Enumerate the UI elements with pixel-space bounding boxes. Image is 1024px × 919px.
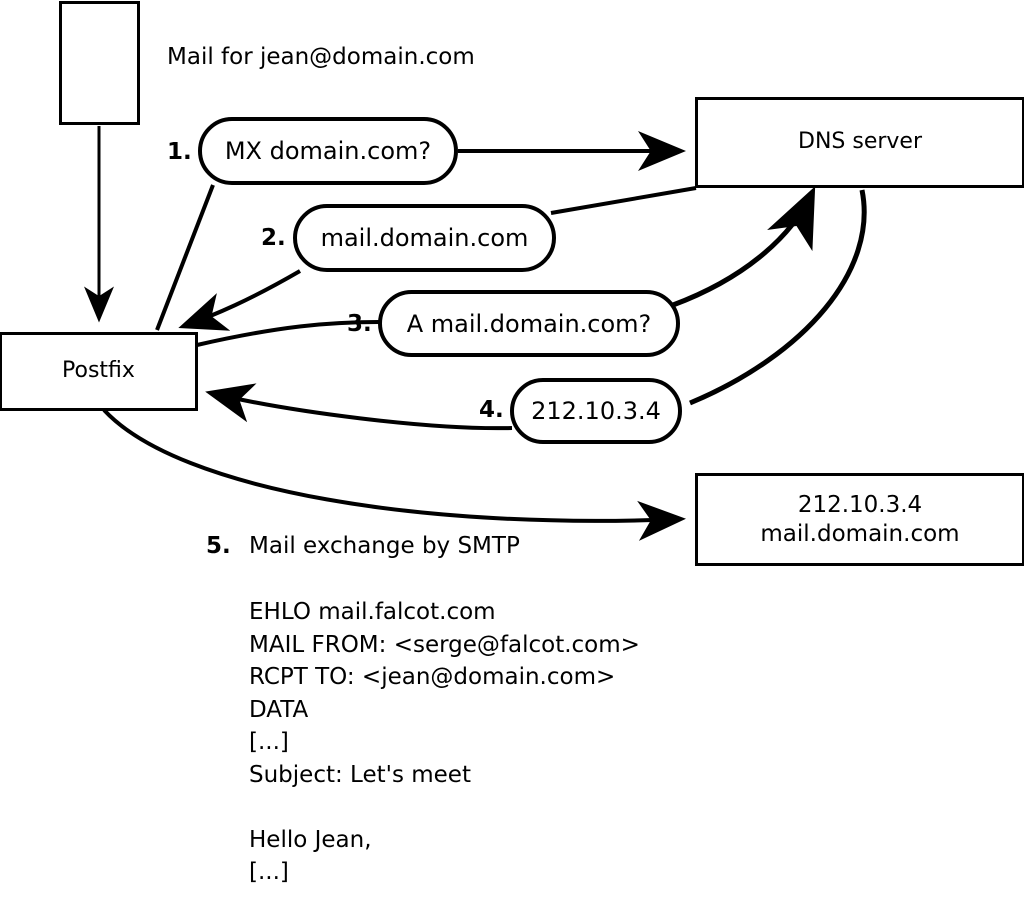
bubble-step-1-text: MX domain.com?: [224, 137, 432, 165]
node-postfix-label: Postfix: [62, 358, 135, 384]
bubble-step-2: mail.domain.com: [293, 204, 556, 272]
mail-for-label: Mail for jean@domain.com: [167, 44, 475, 70]
node-remote-mail-server: 212.10.3.4 mail.domain.com: [695, 473, 1024, 566]
node-remote-mail-server-host: mail.domain.com: [760, 520, 960, 547]
node-dns-server: DNS server: [695, 97, 1024, 188]
arrow-postfix-to-bubble1: [155, 184, 215, 331]
node-postfix: Postfix: [0, 332, 198, 411]
step-5-label: Mail exchange by SMTP: [249, 533, 520, 559]
arrow-dns-to-bubble2: [550, 186, 697, 215]
node-remote-mail-server-ip: 212.10.3.4: [797, 492, 923, 519]
bubble-step-3-text: A mail.domain.com?: [406, 309, 652, 338]
arrow-bubble3-to-dns: [672, 186, 816, 308]
step-number-4: 4.: [479, 397, 504, 423]
arrow-dns-to-bubble4: [689, 189, 867, 406]
bubble-step-1: MX domain.com?: [198, 117, 458, 185]
step-number-3: 3.: [347, 311, 372, 337]
step-number-2: 2.: [261, 225, 286, 251]
bubble-step-4-text: 212.10.3.4: [531, 397, 661, 425]
step-number-5: 5.: [206, 533, 231, 559]
bubble-step-2-text: mail.domain.com: [320, 224, 529, 252]
bubble-step-4: 212.10.3.4: [510, 378, 682, 444]
node-dns-server-label: DNS server: [798, 129, 922, 155]
node-mail-client: [59, 1, 140, 125]
smtp-transcript: EHLO mail.falcot.com MAIL FROM: <serge@f…: [249, 599, 640, 885]
bubble-step-3: A mail.domain.com?: [378, 290, 680, 357]
arrow-bubble2-to-postfix: [178, 269, 302, 331]
arrow-bubble4-to-postfix: [205, 383, 513, 431]
step-number-1: 1.: [167, 139, 192, 165]
